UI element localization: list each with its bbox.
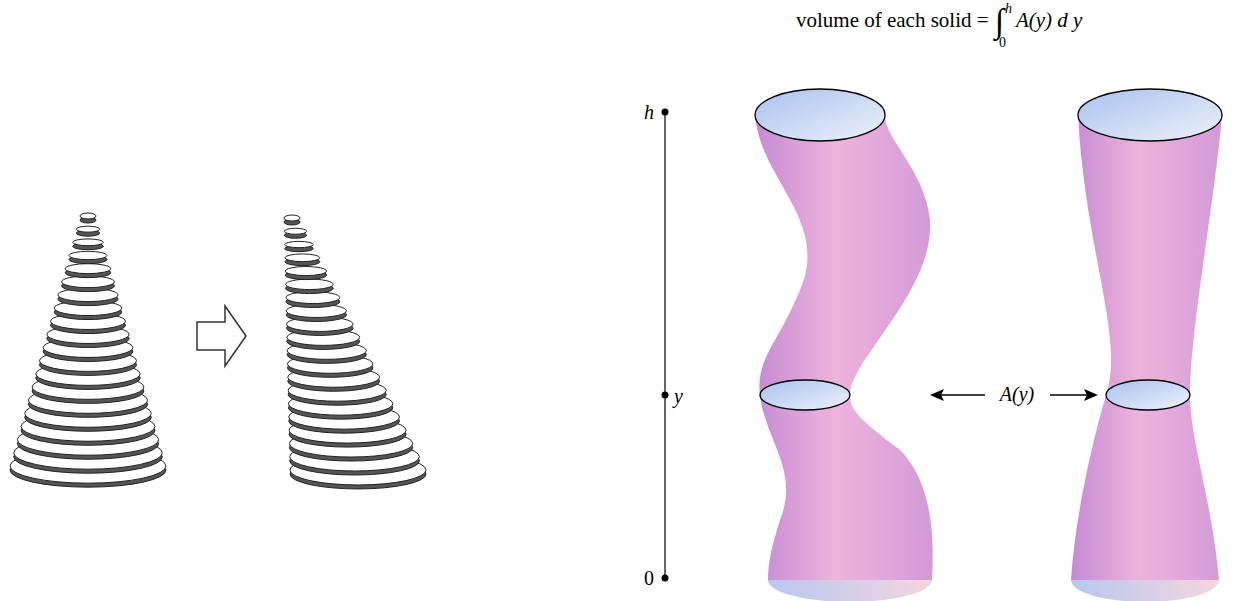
axis-dot [662,575,669,582]
pointer-line [936,394,985,396]
axis-label: 0 [644,568,654,588]
cross-section [760,380,850,410]
disc [65,264,110,274]
disc-stack-oblique [284,215,426,489]
disc [285,254,320,262]
integral-limit: h [1005,2,1012,16]
cross-section [1106,380,1190,410]
disc [285,241,314,247]
disc [76,226,99,232]
disc [286,279,334,289]
transform-arrow [197,306,246,366]
arrowhead [930,389,944,401]
area-label: A(y) [997,384,1037,404]
axis-label: y [674,386,683,406]
hourglass-solid [1071,115,1222,580]
integral-limit: 0 [999,36,1006,50]
disc-stack-cone [10,213,166,487]
top-face [755,89,885,141]
disc [284,215,300,221]
disc [69,251,107,259]
pointer-line [1050,394,1092,396]
axis-dot [662,392,669,399]
disc [284,228,306,234]
disc [80,213,96,219]
top-face [1078,89,1222,141]
formula-text: A(y) d y [1016,10,1082,31]
arrowhead [1084,389,1098,401]
disc [285,267,326,276]
axis-line [664,112,666,578]
disc [73,239,104,246]
axis-dot [662,109,669,116]
formula-text: volume of each solid = [796,10,989,31]
integral-sign: ∫ [995,4,1004,38]
axis-label: h [644,102,654,122]
wavy-solid [755,115,933,580]
